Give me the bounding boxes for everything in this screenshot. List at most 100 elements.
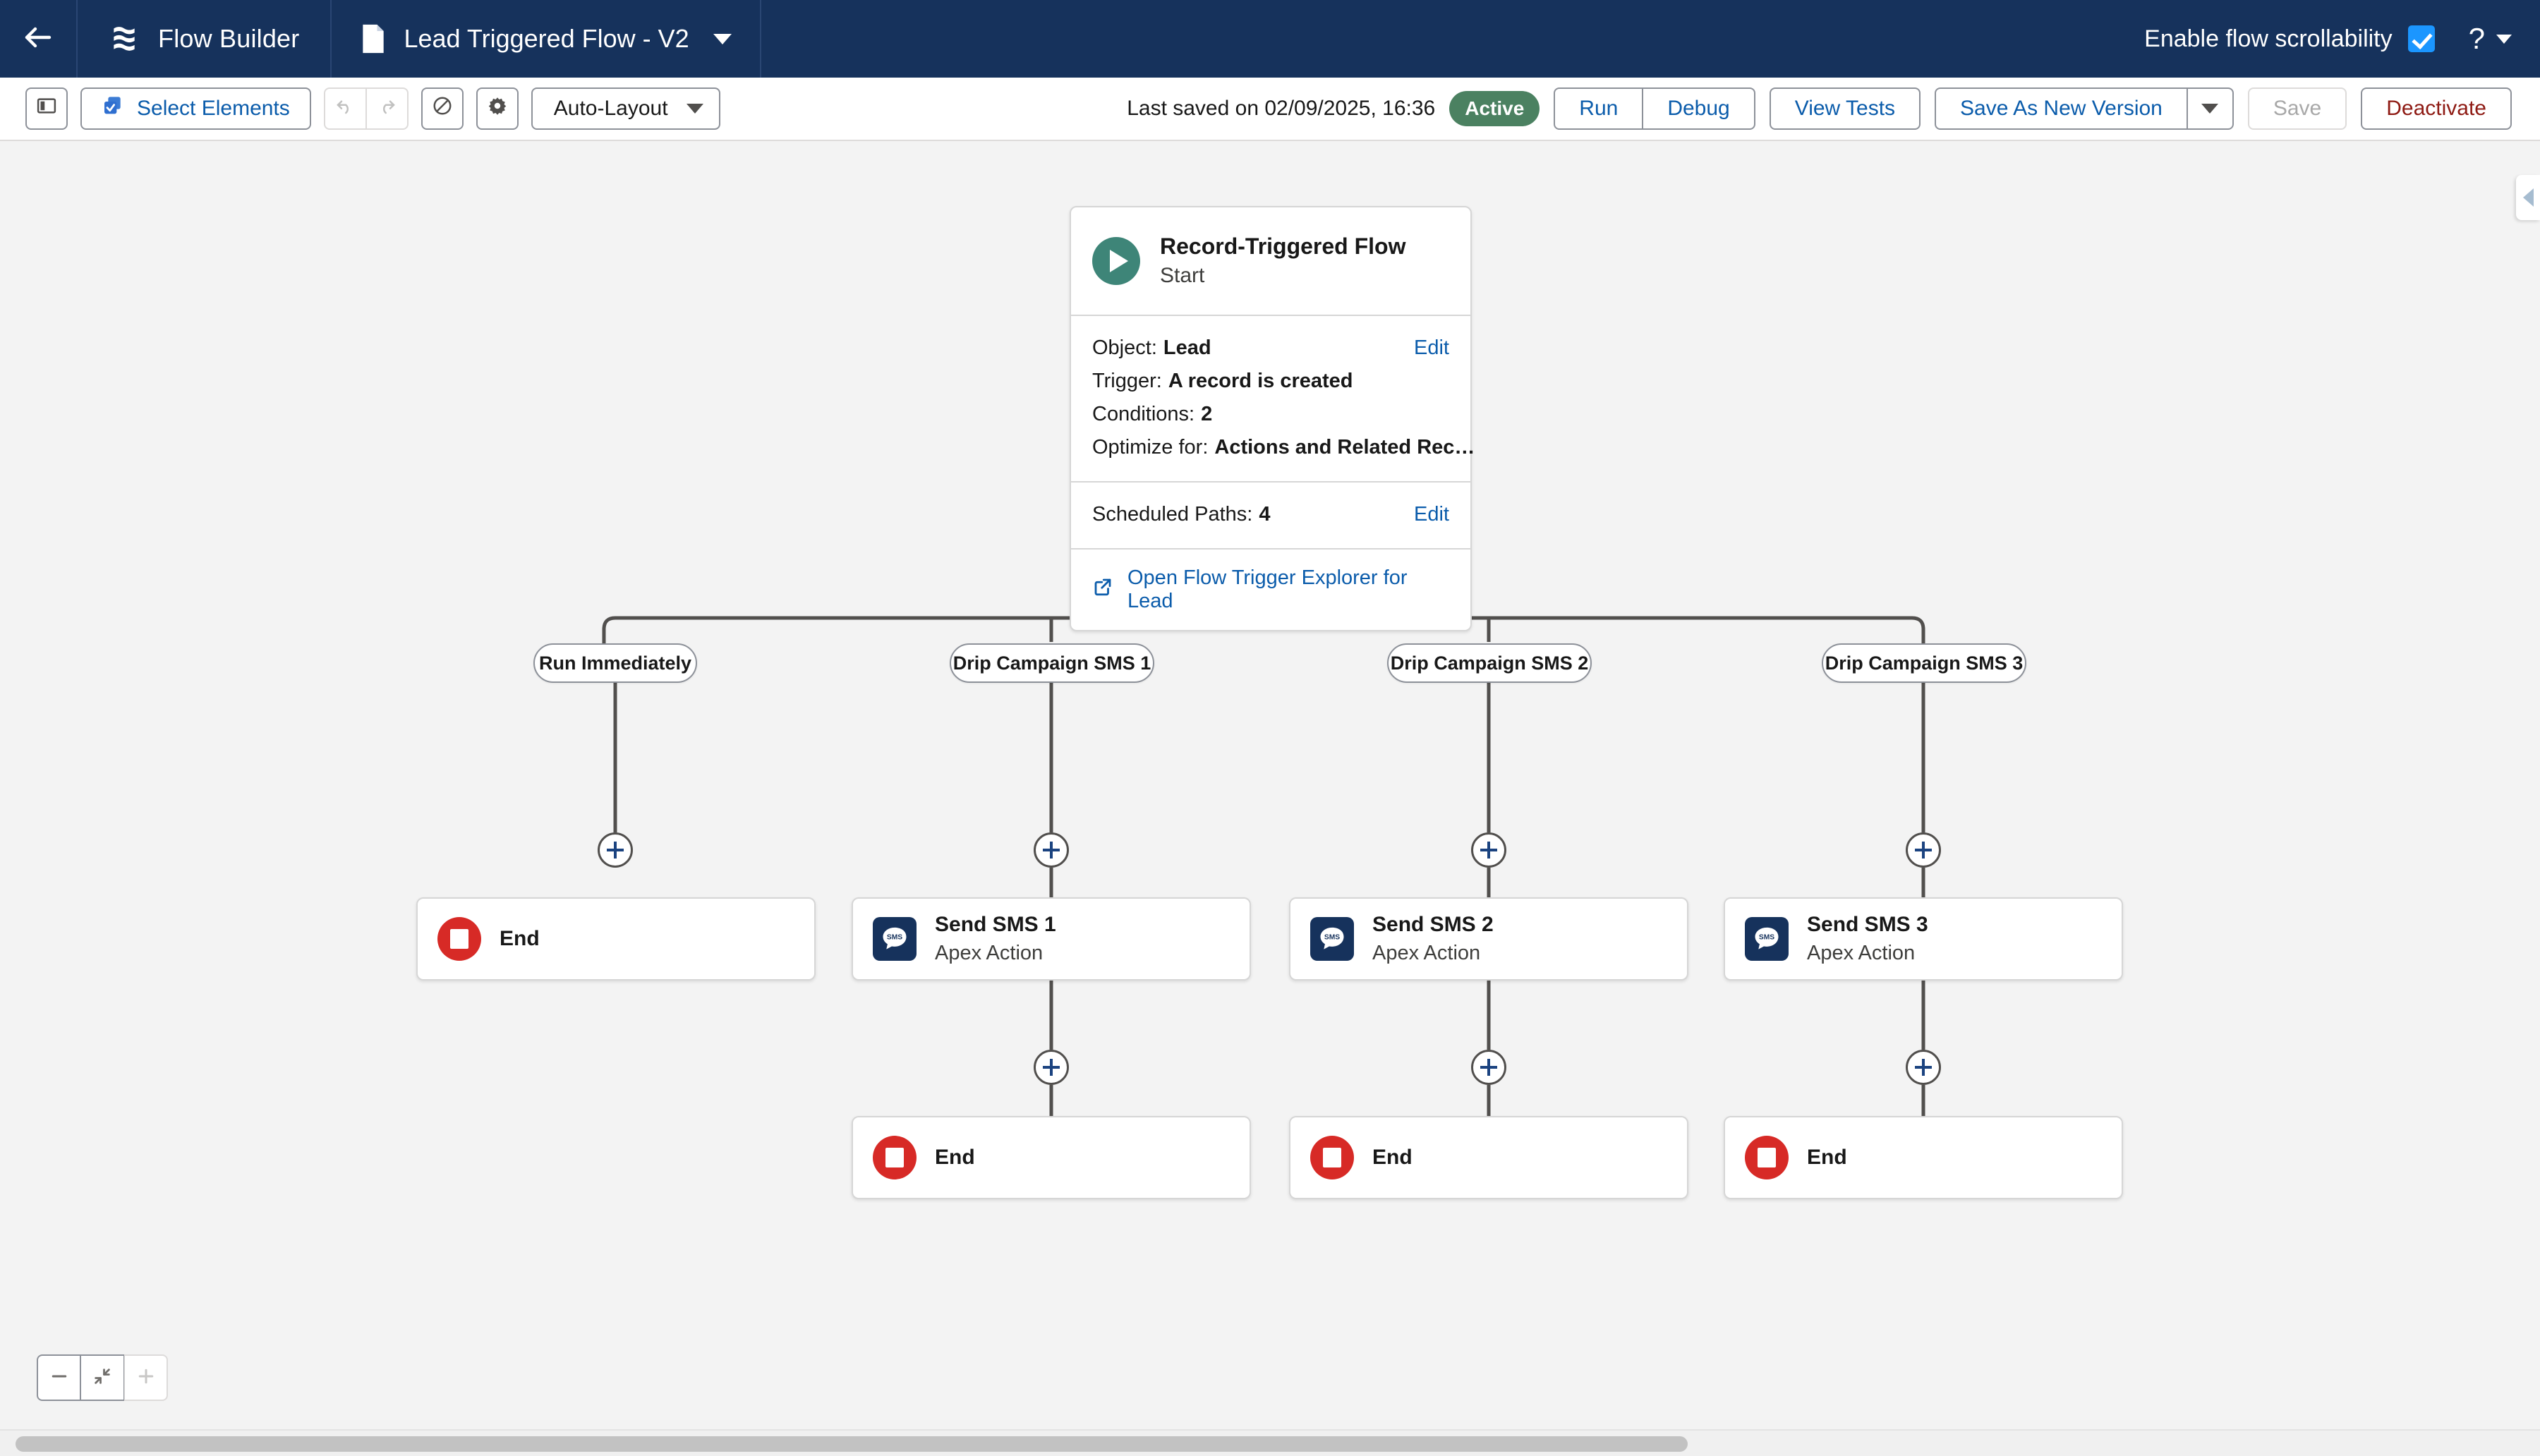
zoom-in-button[interactable] (124, 1354, 168, 1401)
document-icon (360, 23, 387, 54)
expand-right-panel-button[interactable] (2516, 175, 2540, 220)
node-end-sms-1[interactable]: End (852, 1116, 1251, 1199)
branch-label-text: Drip Campaign SMS 2 (1390, 652, 1589, 674)
chevron-down-icon[interactable] (713, 33, 732, 44)
add-element-button[interactable] (1034, 1050, 1069, 1085)
start-detail-trigger-key: Trigger: (1092, 369, 1162, 392)
undo-button[interactable] (323, 87, 366, 130)
branch-label-text: Drip Campaign SMS 1 (953, 652, 1151, 674)
open-flow-trigger-explorer-link[interactable]: Open Flow Trigger Explorer for Lead (1071, 547, 1470, 630)
branch-label-drip-campaign-sms-1[interactable]: Drip Campaign SMS 1 (950, 643, 1154, 683)
plus-icon (135, 1366, 157, 1390)
start-node-header: Record-Triggered Flow Start (1071, 207, 1470, 315)
node-text: End (1807, 1143, 1847, 1172)
start-node-titles: Record-Triggered Flow Start (1160, 231, 1405, 291)
branch-label-run-immediately[interactable]: Run Immediately (533, 643, 697, 683)
no-edit-button[interactable] (421, 87, 464, 130)
end-stop-icon (1745, 1136, 1789, 1179)
flow-scrollability-toggle[interactable]: Enable flow scrollability (2144, 25, 2435, 53)
start-node-subtitle: Start (1160, 264, 1205, 288)
node-title: End (1372, 1145, 1413, 1169)
debug-button[interactable]: Debug (1643, 87, 1755, 130)
toggle-left-panel-button[interactable] (25, 87, 68, 130)
flow-canvas[interactable]: Record-Triggered Flow Start Object: Lead… (0, 141, 2540, 1429)
svg-text:SMS: SMS (887, 934, 902, 942)
edit-scheduled-paths-link[interactable]: Edit (1414, 502, 1449, 526)
node-send-sms-2[interactable]: SMS Send SMS 2 Apex Action (1289, 897, 1688, 981)
help-icon: ? (2468, 22, 2485, 55)
node-text: End (1372, 1143, 1413, 1172)
add-element-button[interactable] (1906, 1050, 1941, 1085)
start-detail-conditions-key: Conditions: (1092, 402, 1195, 425)
layout-mode-select[interactable]: Auto-Layout (531, 87, 720, 130)
start-node-title: Record-Triggered Flow (1160, 233, 1406, 259)
minus-icon (49, 1366, 70, 1390)
zoom-out-button[interactable] (37, 1354, 80, 1401)
fit-to-screen-icon (92, 1366, 113, 1390)
node-title: End (935, 1145, 975, 1169)
global-header: Flow Builder Lead Triggered Flow - V2 En… (0, 0, 2540, 78)
help-menu[interactable]: ? (2469, 24, 2512, 54)
node-send-sms-1[interactable]: SMS Send SMS 1 Apex Action (852, 897, 1251, 981)
deactivate-button[interactable]: Deactivate (2361, 87, 2512, 130)
node-title: Send SMS 2 (1372, 913, 1494, 937)
chevron-down-icon (686, 104, 703, 114)
node-end-sms-2[interactable]: End (1289, 1116, 1688, 1199)
flow-name-label: Lead Triggered Flow - V2 (404, 24, 689, 53)
undo-redo-group (323, 87, 409, 130)
gear-icon (487, 95, 508, 122)
save-button[interactable]: Save (2247, 87, 2347, 130)
zoom-fit-button[interactable] (80, 1354, 124, 1401)
chevron-down-icon[interactable] (2496, 34, 2512, 44)
redo-button[interactable] (365, 87, 409, 130)
start-detail-optimize-value: Actions and Related Rec… (1214, 435, 1475, 459)
redo-icon (376, 95, 397, 122)
start-detail-object-value: Lead (1163, 336, 1211, 359)
external-link-icon (1092, 576, 1113, 603)
no-entry-icon (432, 95, 453, 122)
save-as-new-version-button[interactable]: Save As New Version (1935, 87, 2187, 130)
add-element-button[interactable] (1034, 832, 1069, 868)
node-title: End (1807, 1145, 1847, 1169)
start-detail-object-key: Object: (1092, 336, 1157, 359)
flow-toolbar: Select Elements (0, 78, 2540, 141)
branch-label-drip-campaign-sms-3[interactable]: Drip Campaign SMS 3 (1822, 643, 2026, 683)
horizontal-scrollbar[interactable] (0, 1429, 2540, 1456)
edit-trigger-link[interactable]: Edit (1414, 336, 1449, 359)
add-element-button[interactable] (598, 832, 633, 868)
flow-name-menu[interactable]: Lead Triggered Flow - V2 (332, 0, 761, 78)
run-button[interactable]: Run (1554, 87, 1643, 130)
add-element-button[interactable] (1471, 832, 1506, 868)
add-element-button[interactable] (1471, 1050, 1506, 1085)
app-name-button[interactable]: Flow Builder (78, 0, 332, 78)
scheduled-paths-value: 4 (1259, 502, 1271, 526)
start-detail-conditions: Conditions: 2 (1092, 398, 1449, 431)
add-element-button[interactable] (1906, 832, 1941, 868)
sms-icon: SMS (873, 917, 917, 961)
end-stop-icon (437, 917, 481, 961)
end-stop-icon (873, 1136, 917, 1179)
toolbar-right-group: Last saved on 02/09/2025, 16:36 Active R… (1127, 87, 2512, 130)
view-tests-button[interactable]: View Tests (1769, 87, 1921, 130)
branch-label-drip-campaign-sms-2[interactable]: Drip Campaign SMS 2 (1387, 643, 1592, 683)
settings-button[interactable] (476, 87, 519, 130)
node-text: Send SMS 1 Apex Action (935, 911, 1056, 967)
node-text: Send SMS 3 Apex Action (1807, 911, 1928, 967)
node-end-sms-3[interactable]: End (1724, 1116, 2123, 1199)
start-detail-object: Object: Lead Edit (1092, 332, 1449, 365)
flow-scrollability-label: Enable flow scrollability (2144, 25, 2393, 52)
horizontal-scrollbar-thumb[interactable] (16, 1436, 1688, 1452)
node-send-sms-3[interactable]: SMS Send SMS 3 Apex Action (1724, 897, 2123, 981)
start-detail-optimize-key: Optimize for: (1092, 435, 1209, 459)
flow-scrollability-checkbox[interactable] (2407, 25, 2435, 52)
node-title: Send SMS 1 (935, 913, 1056, 937)
undo-icon (334, 95, 356, 122)
save-version-menu-button[interactable] (2187, 87, 2234, 130)
start-detail-conditions-value: 2 (1201, 402, 1213, 425)
back-button[interactable] (0, 0, 78, 78)
select-elements-button[interactable]: Select Elements (80, 87, 311, 130)
start-node-scheduled-paths: Scheduled Paths: 4 Edit (1071, 480, 1470, 548)
start-detail-trigger-value: A record is created (1168, 369, 1353, 392)
start-node[interactable]: Record-Triggered Flow Start Object: Lead… (1070, 206, 1475, 631)
node-end-run-immediately[interactable]: End (416, 897, 816, 981)
